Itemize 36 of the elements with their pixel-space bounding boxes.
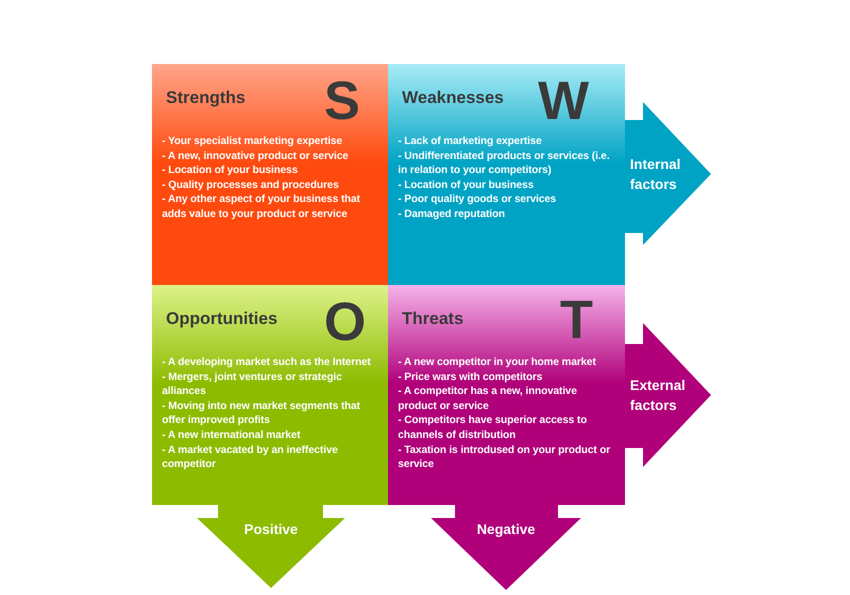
quadrant-panel xyxy=(152,64,388,285)
quadrant-letter: T xyxy=(560,293,593,347)
bullet-item: - Price wars with competitors xyxy=(398,370,544,384)
quadrant-heading: Threats xyxy=(402,309,464,329)
bullet-item: - Location of your business xyxy=(162,163,299,178)
quadrant-letter: S xyxy=(324,74,360,128)
bullet-item: - A market vacated by an ineffective competitor xyxy=(162,442,339,472)
quadrant-heading: Opportunities xyxy=(166,309,278,329)
bullet-item: - Location of your business xyxy=(398,178,535,192)
arrow-label: External factors xyxy=(630,376,686,415)
quadrant-panel xyxy=(388,64,625,285)
quadrant-heading: Weaknesses xyxy=(402,88,504,108)
bullet-item: - Competitors have superior access to channels of distribution xyxy=(398,413,588,443)
quadrant-panel xyxy=(388,285,625,505)
bullet-item: - Your specialist marketing expertise xyxy=(162,134,344,149)
quadrant-letter: O xyxy=(324,295,366,349)
quadrant-panel xyxy=(152,285,388,505)
bullet-item: - Poor quality goods or services xyxy=(398,192,558,207)
bullet-item: - Quality processes and procedures xyxy=(162,178,340,192)
bullet-item: - A new, innovative product or service xyxy=(162,148,350,164)
bullet-item: - Mergers, joint ventures or strategic alliances xyxy=(162,370,343,399)
bullet-item: - Moving into new market segments that offer improved profits xyxy=(162,398,362,428)
bullet-item: - A competitor has a new, innovative product or service xyxy=(398,384,578,414)
arrow-label: Negative xyxy=(476,520,536,539)
arrow-label: Positive xyxy=(243,520,299,539)
bullet-item: - Undifferentiated products or services (i.e. in relation to your competitors) xyxy=(398,148,611,178)
bullet-item: - Taxation is introdused on your product or service xyxy=(398,442,612,472)
bullet-item: - Any other aspect of your business that adds value to your product or service xyxy=(162,192,362,222)
quadrant-heading: Strengths xyxy=(166,88,246,108)
bullet-item: - Damaged reputation xyxy=(398,206,506,222)
bullet-item: - A new international market xyxy=(162,428,302,443)
bullet-item: - A new competitor in your home market xyxy=(398,355,597,370)
bullet-item: - Lack of marketing expertise xyxy=(398,134,543,149)
arrow-label: Internal factors xyxy=(630,155,682,194)
quadrant-letter: W xyxy=(538,74,589,128)
bullet-item: - A developing market such as the Internet xyxy=(162,355,372,370)
